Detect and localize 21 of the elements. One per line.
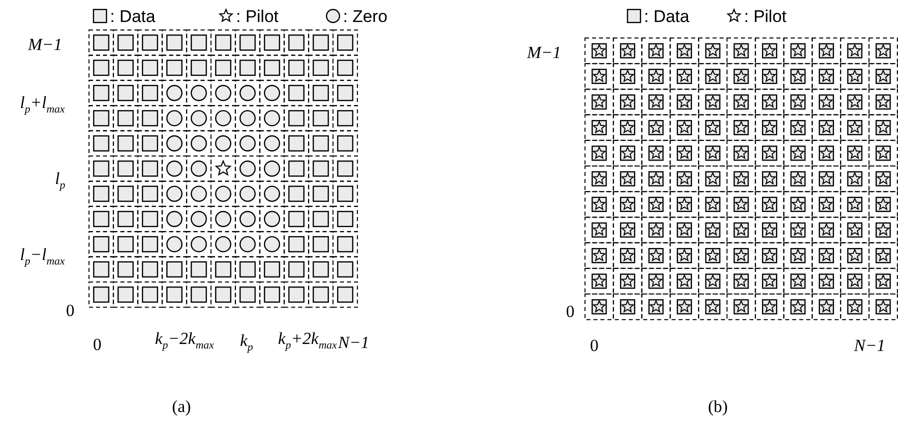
panel-label: (a) [172, 398, 191, 415]
axis-label: M−1 [527, 44, 562, 61]
axis-label: 0 [566, 303, 574, 320]
axis-label: 0 [590, 337, 598, 354]
axis-label: 0 [93, 336, 102, 353]
axis-label: l$_{p}$−l$_{max}$ [20, 246, 65, 268]
axis-label: N−1 [338, 334, 370, 351]
axis-label: k$_{p}$ [240, 332, 254, 354]
legend-label: : Zero [343, 8, 388, 25]
legend-label: : Data [644, 8, 690, 25]
axis-label: N−1 [854, 337, 886, 354]
legend-label: : Pilot [744, 8, 787, 25]
axis-label: k$_{p}$−2k$_{max}$ [155, 330, 214, 352]
panel-label: (b) [708, 398, 728, 415]
axis-label: l$_{p}$ [55, 170, 66, 192]
legend-label: : Pilot [236, 8, 279, 25]
axis-label: M−1 [28, 36, 62, 53]
axis-label: 0 [66, 302, 74, 319]
axis-label: l$_{p}$+l$_{max}$ [20, 94, 65, 116]
legend-label: : Data [110, 8, 156, 25]
axis-label: k$_{p}$+2k$_{max}$ [278, 330, 337, 352]
